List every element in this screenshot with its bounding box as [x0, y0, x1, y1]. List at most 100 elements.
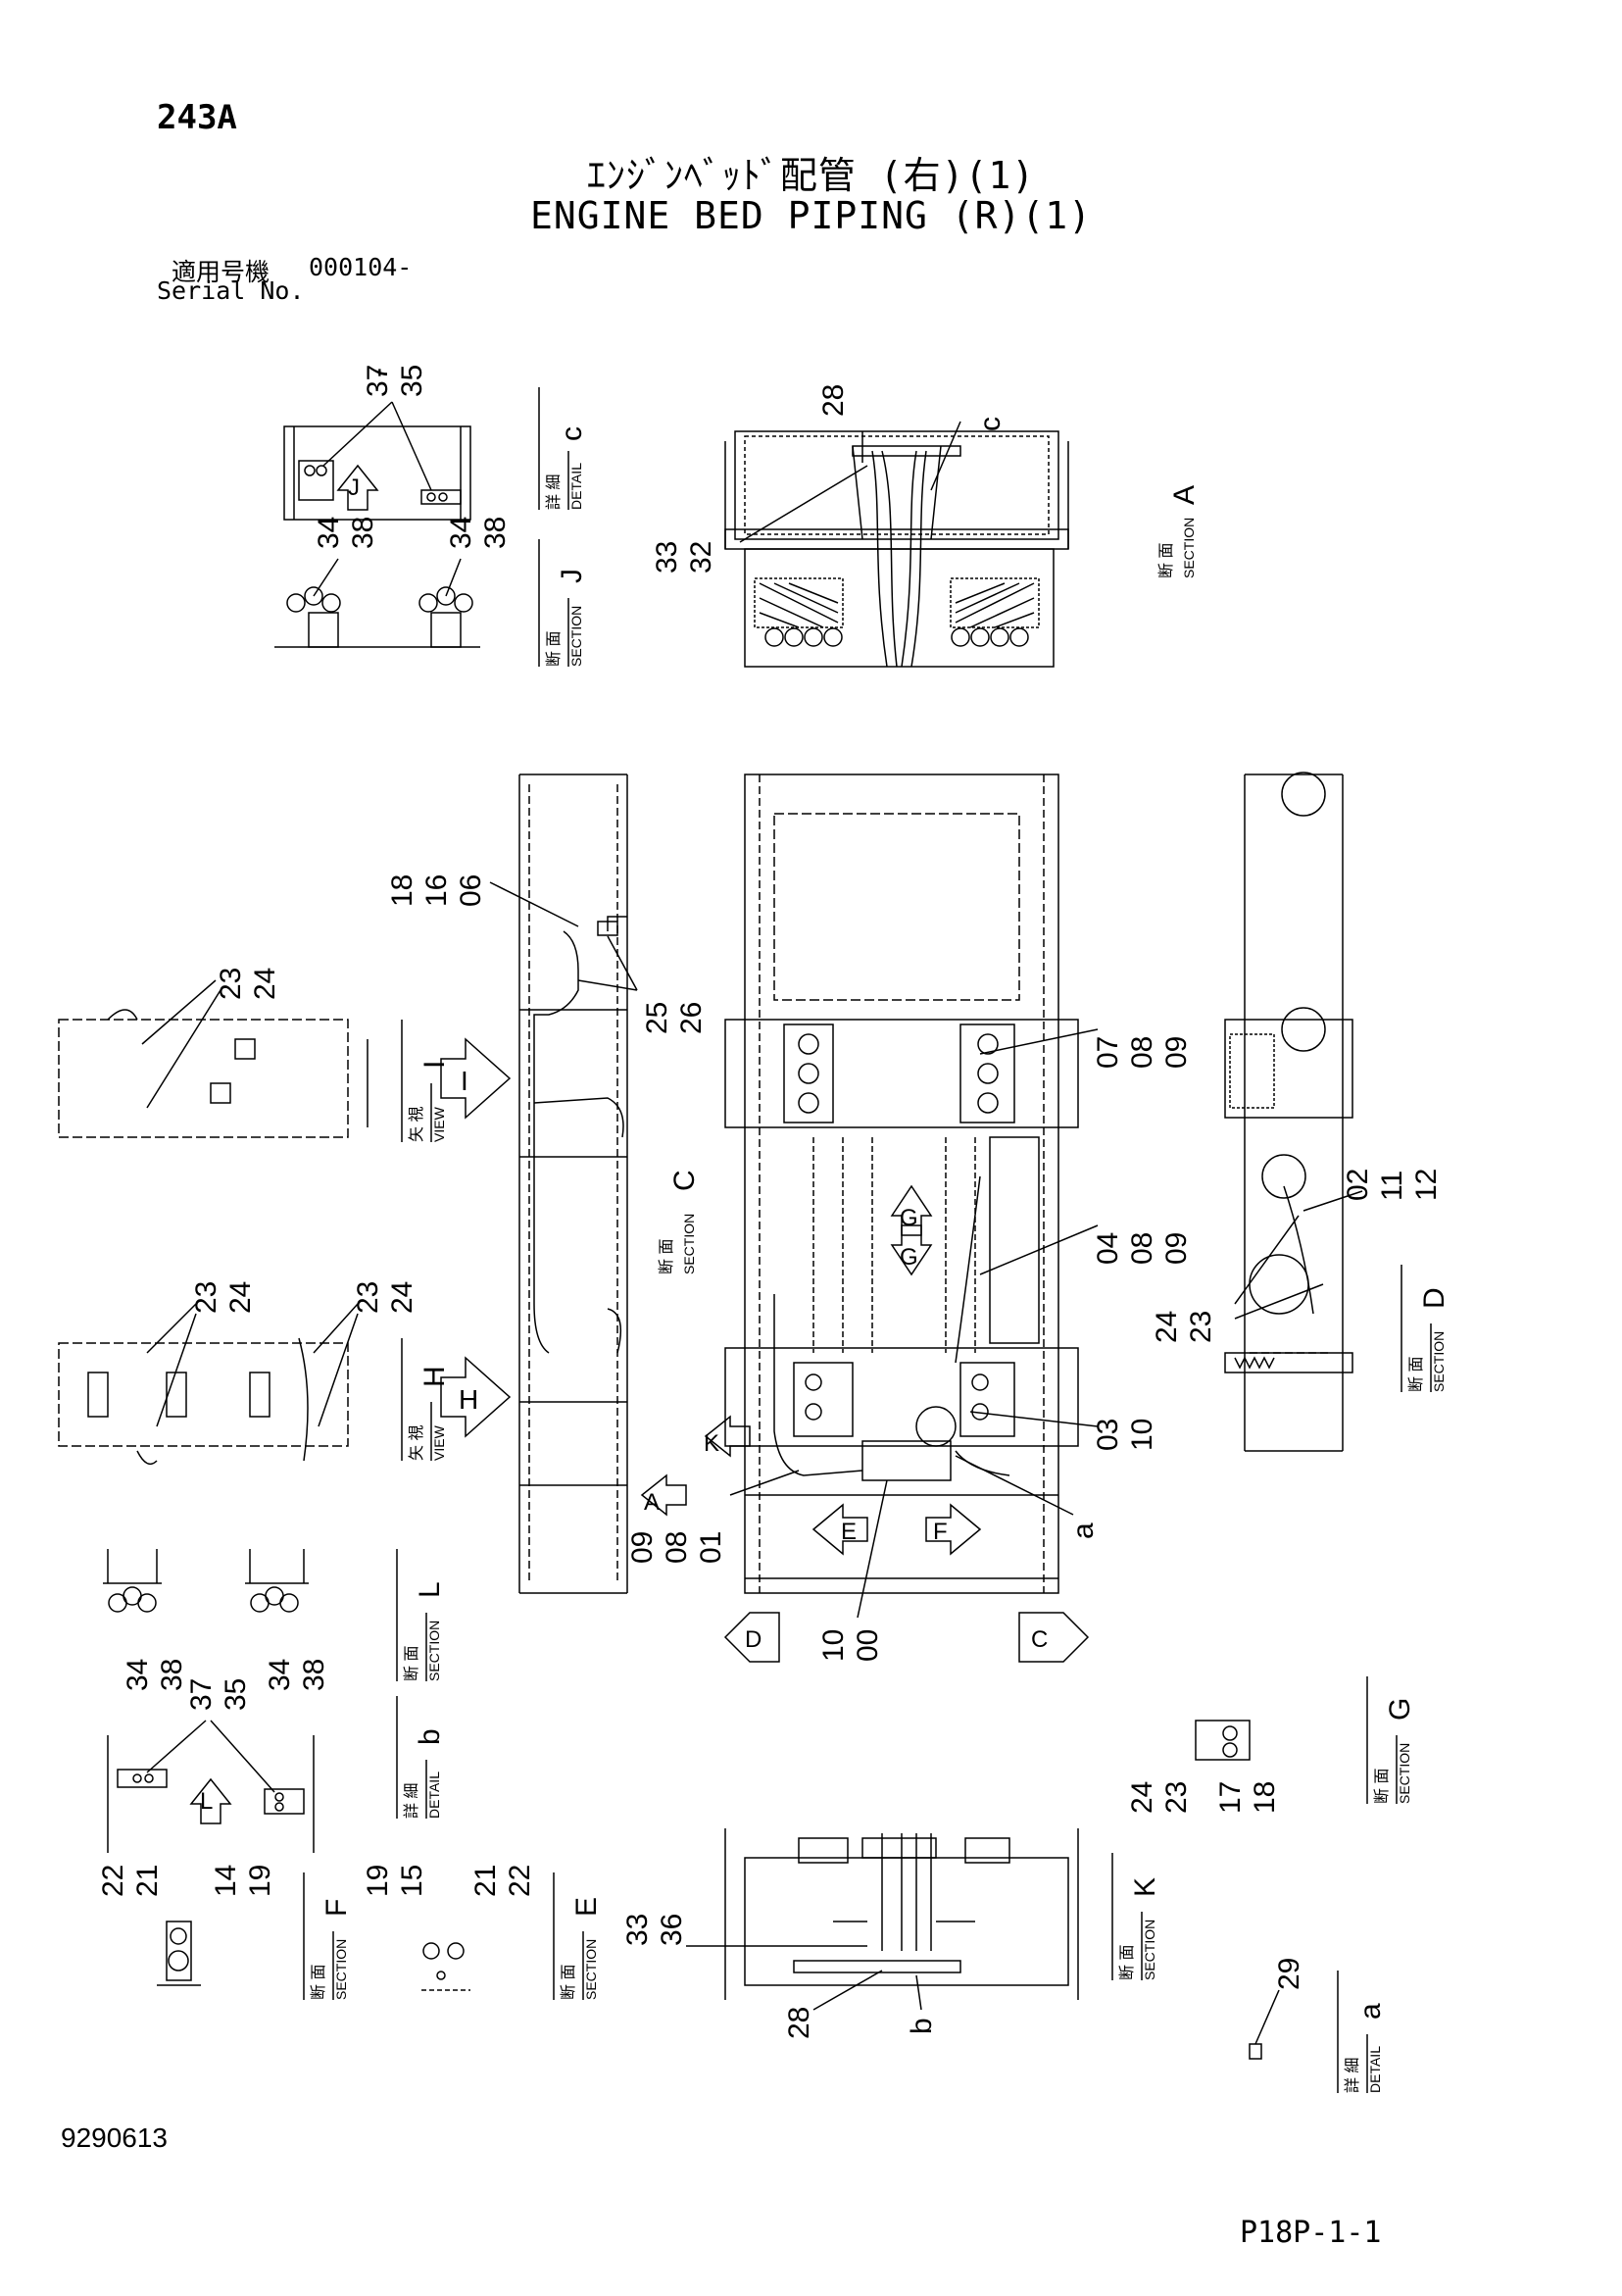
svg-text:A: A — [1168, 485, 1201, 505]
tag-detail-a: 詳 細 DETAIL a — [1337, 1971, 1387, 2093]
serial-label-japanese: 適用号機 — [172, 258, 270, 286]
callout-18-16-06: 18 16 06 — [386, 874, 487, 907]
svg-text:J: J — [556, 569, 588, 583]
svg-text:21: 21 — [131, 1865, 164, 1897]
svg-text:09: 09 — [1160, 1232, 1193, 1265]
svg-text:22: 22 — [97, 1865, 129, 1897]
svg-text:35: 35 — [396, 365, 428, 397]
view-i — [58, 979, 369, 1138]
callout-34-38-right: 34 38 — [445, 517, 512, 549]
svg-text:21: 21 — [469, 1865, 502, 1897]
title-english: ENGINE BED PIPING (R)(1) — [529, 194, 1093, 237]
svg-text:DETAIL: DETAIL — [1367, 2046, 1383, 2093]
svg-text:17: 17 — [1214, 1781, 1247, 1814]
svg-text:断 面: 断 面 — [545, 631, 563, 667]
svg-text:34: 34 — [445, 517, 477, 549]
svg-text:詳 細: 詳 細 — [1344, 2058, 1361, 2093]
svg-text:18: 18 — [1249, 1781, 1281, 1814]
svg-text:G: G — [1384, 1698, 1416, 1721]
svg-text:b: b — [906, 2018, 938, 2034]
svg-text:16: 16 — [420, 874, 453, 907]
svg-text:H: H — [459, 1384, 478, 1415]
view-arrow-g-lower: G — [890, 1224, 933, 1276]
tag-view-h: 矢 視 VIEW H — [401, 1338, 451, 1461]
view-arrow-h: H — [440, 1356, 512, 1438]
svg-text:K: K — [1129, 1877, 1161, 1897]
svg-text:03: 03 — [1092, 1419, 1124, 1451]
callout-29: 29 — [1273, 1958, 1305, 1990]
svg-text:34: 34 — [264, 1659, 296, 1691]
svg-text:C: C — [1031, 1626, 1048, 1653]
callout-10-00: 10 00 — [817, 1629, 884, 1662]
svg-text:c: c — [974, 417, 1007, 431]
svg-text:c: c — [556, 426, 588, 441]
section-j-view: J 37 - 35 34 38 34 38 — [274, 365, 512, 648]
callout-c-top: c — [974, 417, 1007, 431]
callout-22-21: 22 21 — [97, 1865, 164, 1897]
svg-text:F: F — [320, 1899, 353, 1917]
radiator-grille-right — [950, 577, 1040, 647]
svg-text:23: 23 — [352, 1281, 384, 1314]
svg-text:詳 細: 詳 細 — [403, 1783, 420, 1819]
view-arrow-a: A — [640, 1473, 687, 1517]
view-arrow-e: E — [811, 1503, 868, 1556]
svg-text:33: 33 — [621, 1914, 654, 1946]
svg-text:DETAIL: DETAIL — [426, 1772, 442, 1819]
side-elevation-frame — [518, 774, 628, 1594]
svg-text:14: 14 — [210, 1865, 242, 1897]
section-k-view — [686, 1828, 1079, 2011]
callout-28-bottom: 28 — [783, 2007, 815, 2039]
view-arrow-j-letter: J — [348, 474, 360, 501]
callout-33-32: 33 32 — [651, 541, 717, 574]
svg-text:断 面: 断 面 — [310, 1965, 327, 2000]
svg-text:a: a — [1354, 2003, 1387, 2020]
svg-text:23: 23 — [1185, 1311, 1217, 1343]
svg-text:断 面: 断 面 — [560, 1965, 577, 2000]
svg-text:矢 視: 矢 視 — [408, 1425, 425, 1461]
callout-19-15: 19 15 — [362, 1865, 428, 1897]
svg-text:SECTION: SECTION — [426, 1621, 442, 1681]
svg-text:09: 09 — [626, 1531, 659, 1564]
tag-section-g: 断 面 SECTION G — [1366, 1676, 1416, 1804]
svg-text:18: 18 — [386, 874, 418, 907]
svg-text:37: 37 — [185, 1678, 218, 1711]
callout-33-36: 33 36 — [621, 1914, 688, 1946]
tag-section-f: 断 面 SECTION F — [303, 1872, 353, 2000]
callout-28-top: 28 — [817, 384, 850, 417]
svg-text:F: F — [933, 1519, 948, 1545]
svg-text:E: E — [841, 1519, 857, 1545]
callout-37-35: 37 - 35 — [362, 365, 428, 397]
svg-text:06: 06 — [455, 874, 487, 907]
tag-section-a: 断 面 SECTION A — [1157, 485, 1201, 578]
svg-text:00: 00 — [852, 1629, 884, 1662]
callout-34-38-left: 34 38 — [313, 517, 379, 549]
svg-text:24: 24 — [1126, 1781, 1158, 1814]
svg-text:C: C — [668, 1170, 701, 1191]
svg-text:38: 38 — [479, 517, 512, 549]
svg-text:29: 29 — [1273, 1958, 1305, 1990]
svg-text:SECTION: SECTION — [333, 1939, 349, 2000]
callout-07-08-09: 07 08 09 — [1092, 1036, 1193, 1069]
tag-section-e: 断 面 SECTION E — [553, 1872, 603, 2000]
callout-17-18: 17 18 — [1214, 1781, 1281, 1814]
tag-detail-b: 詳 細 DETAIL b — [396, 1696, 446, 1819]
view-h — [58, 1303, 359, 1466]
svg-text:28: 28 — [783, 2007, 815, 2039]
callout-25-26: 25 26 — [641, 1002, 708, 1034]
tag-detail-c: 詳 細 DETAIL c — [538, 387, 588, 510]
callout-37-35-detail-b: 37 35 — [185, 1678, 252, 1711]
page-code: 243A — [157, 98, 237, 137]
svg-text:SECTION: SECTION — [1397, 1743, 1412, 1804]
view-arrow-i: I — [440, 1037, 512, 1120]
svg-text:07: 07 — [1092, 1036, 1124, 1069]
view-arrow-g-upper: G — [890, 1184, 933, 1236]
svg-text:D: D — [1418, 1287, 1450, 1309]
section-a-view — [724, 421, 1069, 668]
section-j-lower — [274, 558, 480, 648]
callout-b-bottom: b — [906, 2018, 938, 2034]
svg-text:25: 25 — [641, 1002, 673, 1034]
document-number: 9290613 — [61, 2122, 169, 2153]
svg-text:38: 38 — [298, 1659, 330, 1691]
section-f-view-left — [157, 1921, 201, 1986]
svg-text:断 面: 断 面 — [658, 1239, 675, 1274]
